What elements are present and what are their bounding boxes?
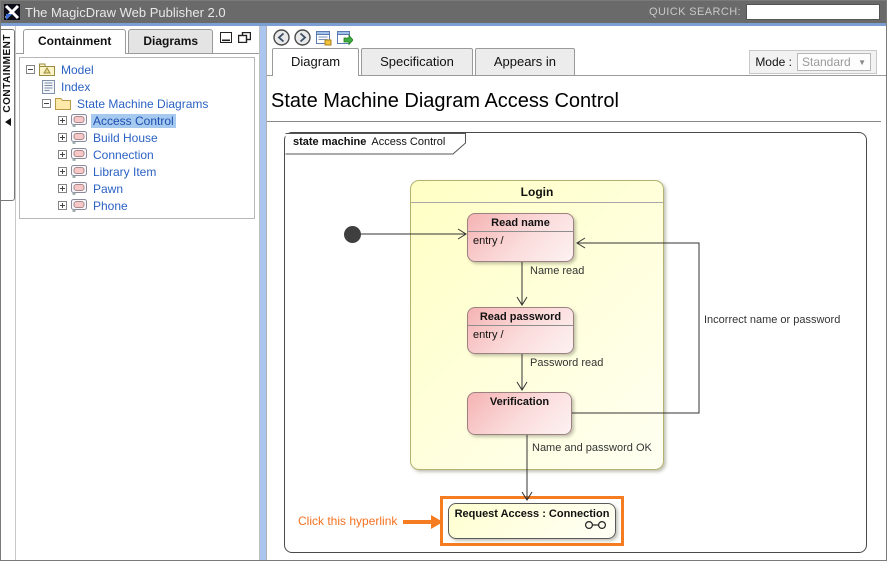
expand-toggle-icon[interactable] [58,116,67,125]
main-tabbar: Diagram Specification Appears in [267,48,886,76]
tree-item-model[interactable]: Model [20,61,254,78]
tab-appears-in[interactable]: Appears in [474,48,575,75]
tree-item-access-control[interactable]: Access Control [20,112,254,129]
hyperlink-annotation: Click this hyperlink [298,514,398,528]
collapse-strip: CONTAINMENT [1,26,16,560]
expand-toggle-icon[interactable] [58,201,67,210]
package-icon [39,63,55,76]
expand-toggle-icon[interactable] [58,133,67,142]
quick-search-label: QUICK SEARCH: [649,6,741,18]
containment-collapse-label: CONTAINMENT [2,34,13,113]
mode-select[interactable]: Standard ▼ [797,53,871,71]
minimize-panel-icon[interactable] [220,32,232,43]
tab-diagram[interactable]: Diagram [272,48,360,76]
annotation-arrow-icon [403,515,443,529]
state-machine-diagram-icon [71,148,87,161]
tab-containment[interactable]: Containment [23,29,127,54]
transition-label-incorrect: Incorrect name or password [704,314,841,326]
expand-toggle-icon[interactable] [58,167,67,176]
sidebar: Containment Diagrams Model [16,26,259,560]
magicdraw-logo-icon [4,4,20,20]
state-machine-diagram-icon [71,199,87,212]
forward-icon[interactable] [294,29,311,46]
mode-label: Mode : [755,55,792,69]
expand-toggle-icon[interactable] [58,184,67,193]
frame-name: Access Control [371,136,446,148]
tree-item-connection[interactable]: Connection [20,146,254,163]
containment-tree: Model Index State Machine Diagrams [19,57,255,219]
main-panel: Diagram Specification Appears in Mode : … [267,26,886,560]
page-title: State Machine Diagram Access Control [271,90,619,112]
titlebar: The MagicDraw Web Publisher 2.0 QUICK SE… [1,1,886,23]
mode-value: Standard [802,55,851,69]
tab-diagrams[interactable]: Diagrams [128,29,214,53]
transition-label-name-read: Name read [530,265,585,277]
state-read-name: Read name entry / [467,213,574,262]
app-title: The MagicDraw Web Publisher 2.0 [25,4,226,20]
tree-item-phone[interactable]: Phone [20,197,254,214]
toolbar [273,29,353,46]
mode-box: Mode : Standard ▼ [749,50,877,74]
state-machine-diagram-icon [71,114,87,127]
title-divider [267,121,881,122]
diagram-frame: state machine Access Control Login Read n… [284,132,867,553]
titlebar-accent-line [1,23,886,26]
submachine-icon [584,517,608,535]
tree-item-library-item[interactable]: Library Item [20,163,254,180]
state-verification: Verification [467,392,572,435]
transition-label-password-read: Password read [530,357,604,369]
back-icon[interactable] [273,29,290,46]
state-request-access-hyperlink[interactable]: Request Access : Connection [448,503,616,539]
open-in-new-window-icon[interactable] [336,30,353,46]
chevron-down-icon: ▼ [858,57,866,67]
transition-label-ok: Name and password OK [532,442,652,454]
collapse-arrow-icon [4,117,11,126]
expand-toggle-icon[interactable] [58,150,67,159]
state-read-password: Read password entry / [467,307,574,354]
state-login-title: Login [411,181,663,203]
restore-panel-icon[interactable] [238,32,251,43]
initial-state-icon [344,226,361,243]
state-machine-diagram-icon [71,131,87,144]
tree-item-index[interactable]: Index [20,78,254,95]
tree-item-pawn[interactable]: Pawn [20,180,254,197]
collapse-toggle-icon[interactable] [26,65,35,74]
quick-search-input[interactable] [746,4,880,20]
frame-keyword: state machine [293,136,367,148]
collapse-toggle-icon[interactable] [42,99,51,108]
specification-icon[interactable] [315,30,332,46]
tree-item-state-machine-diagrams[interactable]: State Machine Diagrams [20,95,254,112]
sidebar-tabbar: Containment Diagrams [16,26,259,54]
containment-collapse-tab[interactable]: CONTAINMENT [1,29,15,201]
folder-icon [55,97,71,110]
tab-specification[interactable]: Specification [361,48,473,75]
state-machine-diagram-icon [71,165,87,178]
state-machine-diagram-icon [71,182,87,195]
panel-divider[interactable] [259,26,267,560]
document-icon [42,79,55,94]
frame-label-pentagon: state machine Access Control [285,133,467,160]
tree-item-build-house[interactable]: Build House [20,129,254,146]
